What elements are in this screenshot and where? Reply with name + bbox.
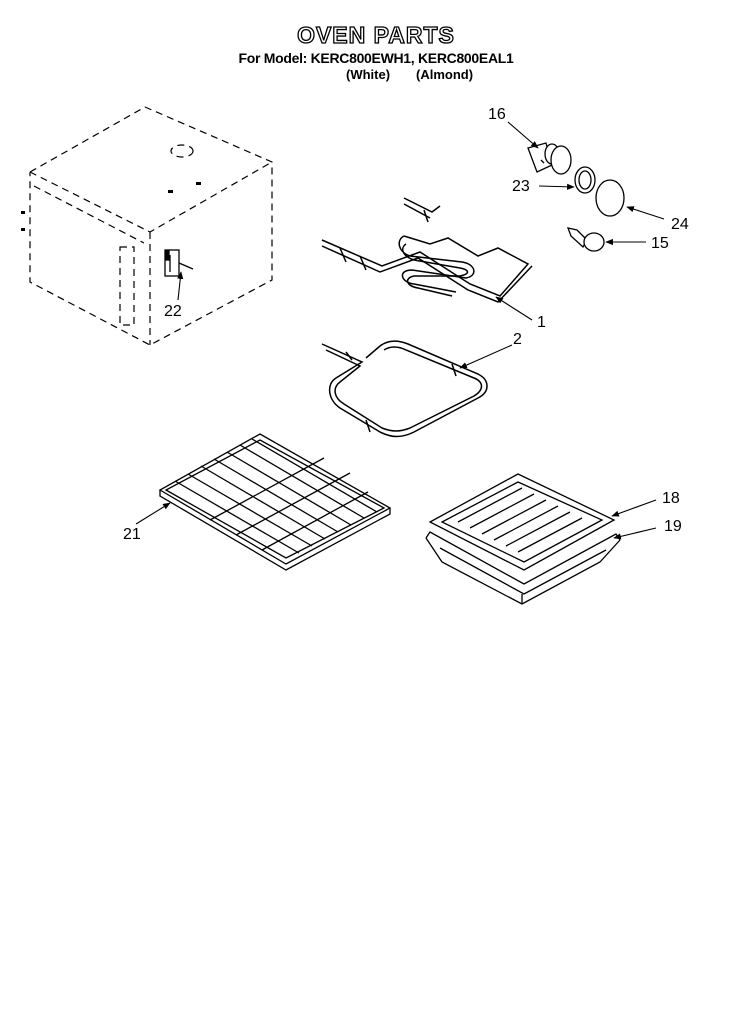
callout-15: 15 [651, 235, 669, 252]
part-23-gasket [574, 166, 596, 194]
part-19-broiler-pan [425, 531, 621, 605]
part-18-broiler-pan-insert [428, 473, 616, 571]
page-title: OVEN PARTS [296, 21, 455, 48]
callout-1: 1 [537, 314, 546, 331]
part-16-light-socket [527, 142, 572, 175]
variant-white: (White) [346, 67, 391, 82]
callout-24: 24 [671, 216, 689, 233]
model-line: For Model: KERC800EWH1, KERC800EAL1 [238, 50, 514, 66]
callout-2: 2 [513, 331, 522, 348]
part-24-lens [595, 179, 625, 217]
callout-21: 21 [123, 526, 141, 543]
callout-22: 22 [164, 303, 182, 320]
callout-16: 16 [488, 106, 506, 123]
callout-23: 23 [512, 178, 530, 195]
part-1-broil-element [321, 197, 533, 303]
oven-cavity [29, 106, 273, 346]
part-2-bake-element [321, 340, 488, 438]
part-22-bracket [164, 249, 194, 277]
variant-almond: (Almond) [416, 67, 474, 82]
callout-19: 19 [664, 518, 682, 535]
callout-18: 18 [662, 490, 680, 507]
cavity-marks [21, 182, 201, 231]
part-15-bulb [566, 227, 605, 252]
part-21-oven-rack [158, 433, 392, 571]
